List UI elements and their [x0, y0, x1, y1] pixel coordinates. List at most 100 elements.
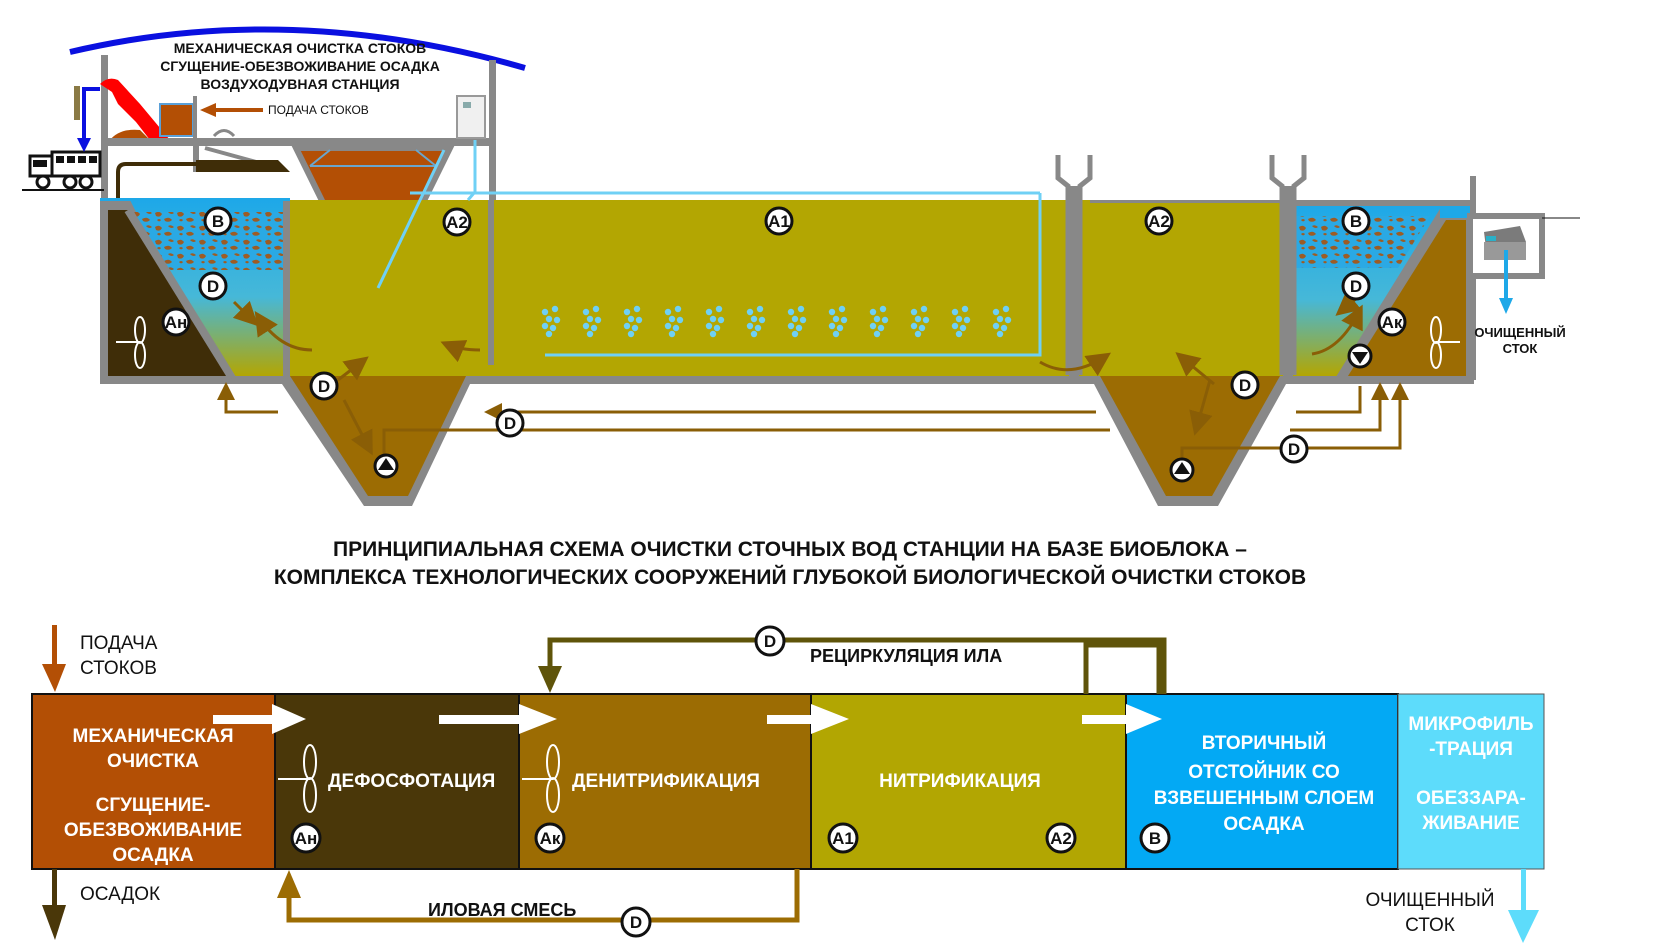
air-bubble	[664, 322, 672, 330]
air-bubble	[799, 316, 807, 324]
svg-text:D: D	[318, 377, 330, 396]
air-bubble	[623, 308, 631, 316]
building-label-2: СГУЩЕНИЕ-ОБЕЗВОЖИВАНИЕ ОСАДКА	[160, 58, 440, 74]
air-bubble	[674, 305, 682, 313]
svg-text:Ак: Ак	[540, 829, 561, 848]
badge-right-settler: В	[1341, 206, 1371, 236]
sludge-recirculation-line	[547, 637, 1167, 694]
air-bubble	[541, 322, 549, 330]
effluent-label-top-2: СТОК	[1503, 341, 1538, 356]
air-bubble	[840, 316, 848, 324]
svg-text:В: В	[212, 212, 224, 231]
flow-inflow-label-2: СТОКОВ	[80, 658, 157, 679]
air-bubble	[627, 315, 635, 323]
dump-truck-icon	[22, 150, 104, 191]
air-bubble	[797, 305, 805, 313]
air-bubble	[951, 308, 959, 316]
air-bubble	[717, 316, 725, 324]
screen-tray	[110, 129, 150, 140]
mixed-liquor-line	[286, 869, 800, 923]
stage-microfiltration-text-1: МИКРОФИЛЬ	[1408, 714, 1533, 735]
plant-schematic: МЕХАНИЧЕСКАЯ ОЧИСТКА СТОКОВ СГУЩЕНИЕ-ОБЕ…	[22, 26, 1580, 506]
air-bubble	[963, 316, 971, 324]
mixer-icon-left	[116, 316, 146, 369]
air-bubble	[545, 315, 553, 323]
pump-icon-right	[1169, 457, 1195, 483]
aeration-tank	[290, 200, 1090, 376]
air-bubble	[1000, 324, 1008, 332]
flow-badge-anaerobic: Ан	[290, 822, 322, 854]
air-bubble	[668, 315, 676, 323]
air-bubble	[961, 305, 969, 313]
badge-a1: А1	[764, 206, 794, 236]
flow-mixer-icon-2	[522, 744, 560, 813]
right-sludge-hopper	[1100, 376, 1280, 496]
air-bubble	[832, 315, 840, 323]
stage-clarifier-text-2: ОТСТОЙНИК СО	[1188, 761, 1339, 783]
badge-a2-right: А2	[1144, 206, 1174, 236]
stage-mechanical-text-5: ОСАДКА	[112, 845, 194, 866]
air-bubble	[676, 316, 684, 324]
sludge-press-icon	[100, 78, 170, 140]
stage-mechanical-text-3: СГУЩЕНИЕ-	[96, 795, 211, 816]
air-bubble	[992, 322, 1000, 330]
air-bubble	[996, 315, 1004, 323]
air-bubble	[920, 305, 928, 313]
stage-microfiltration-text-3: ОБЕЗЗАРА-	[1416, 788, 1526, 809]
flow-inflow-arrow	[42, 664, 66, 692]
air-bubble	[635, 316, 643, 324]
stage-nitrification-text: НИТРИФИКАЦИЯ	[879, 771, 1041, 792]
air-bubble	[873, 315, 881, 323]
air-bubble	[631, 324, 639, 332]
launder-1	[1055, 155, 1093, 375]
mixer-icon-right	[1430, 316, 1460, 369]
effluent-label-1: ОЧИЩЕННЫЙ	[1365, 889, 1494, 911]
air-bubble	[582, 322, 590, 330]
sludge-hopper	[196, 160, 290, 172]
air-bubble	[1004, 316, 1012, 324]
air-bubble	[627, 330, 635, 338]
stage-microfiltration-text-4: ЖИВАНИЕ	[1421, 813, 1519, 834]
air-bubble	[791, 315, 799, 323]
air-bubble	[877, 324, 885, 332]
sludge-out-label: ОСАДОК	[80, 884, 160, 905]
equipment-floor	[104, 138, 494, 146]
air-bubble	[881, 316, 889, 324]
partition-wall	[488, 200, 494, 365]
effluent-label-2: СТОК	[1405, 915, 1455, 936]
building-roof	[69, 26, 526, 71]
air-bubble	[750, 315, 758, 323]
air-bubble	[586, 315, 594, 323]
pump-icon-anoxic	[1347, 343, 1373, 369]
anoxic-zone	[1348, 220, 1466, 376]
air-bubble	[715, 305, 723, 313]
air-bubble	[590, 324, 598, 332]
air-bubble	[879, 305, 887, 313]
aeration-tank-a2-right	[1080, 203, 1290, 376]
building-label-3: ВОЗДУХОДУВНАЯ СТАНЦИЯ	[200, 76, 399, 92]
air-bubble	[633, 305, 641, 313]
air-bubble	[709, 330, 717, 338]
diagram-title-line-2: КОМПЛЕКСА ТЕХНОЛОГИЧЕСКИХ СООРУЖЕНИЙ ГЛУ…	[274, 565, 1306, 589]
mixed-liquor-arrowhead	[277, 870, 301, 898]
diagram-title-line-1: ПРИНЦИПИАЛЬНАЯ СХЕМА ОЧИСТКИ СТОЧНЫХ ВОД…	[333, 538, 1247, 561]
air-bubble	[992, 308, 1000, 316]
svg-text:D: D	[630, 913, 642, 932]
effluent-arrow	[1508, 910, 1539, 943]
drum-microfilter-icon	[1484, 226, 1526, 260]
air-bubble	[828, 322, 836, 330]
flow-badge-clarifier: В	[1139, 822, 1171, 854]
air-bubble	[541, 308, 549, 316]
screw-conveyor	[74, 86, 80, 120]
stage-denitrification-text: ДЕНИТРИФИКАЦИЯ	[572, 771, 760, 792]
recirculation-label: РЕЦИРКУЛЯЦИЯ ИЛА	[810, 646, 1002, 666]
svg-text:D: D	[764, 632, 776, 651]
air-bubble	[545, 330, 553, 338]
screen-unit	[159, 103, 194, 137]
air-bubble	[914, 330, 922, 338]
air-bubble	[668, 330, 676, 338]
badge-anoxic: Ак	[1377, 307, 1407, 337]
air-bubble	[996, 330, 1004, 338]
badge-a2-left: А2	[442, 207, 472, 237]
svg-text:D: D	[1288, 440, 1300, 459]
